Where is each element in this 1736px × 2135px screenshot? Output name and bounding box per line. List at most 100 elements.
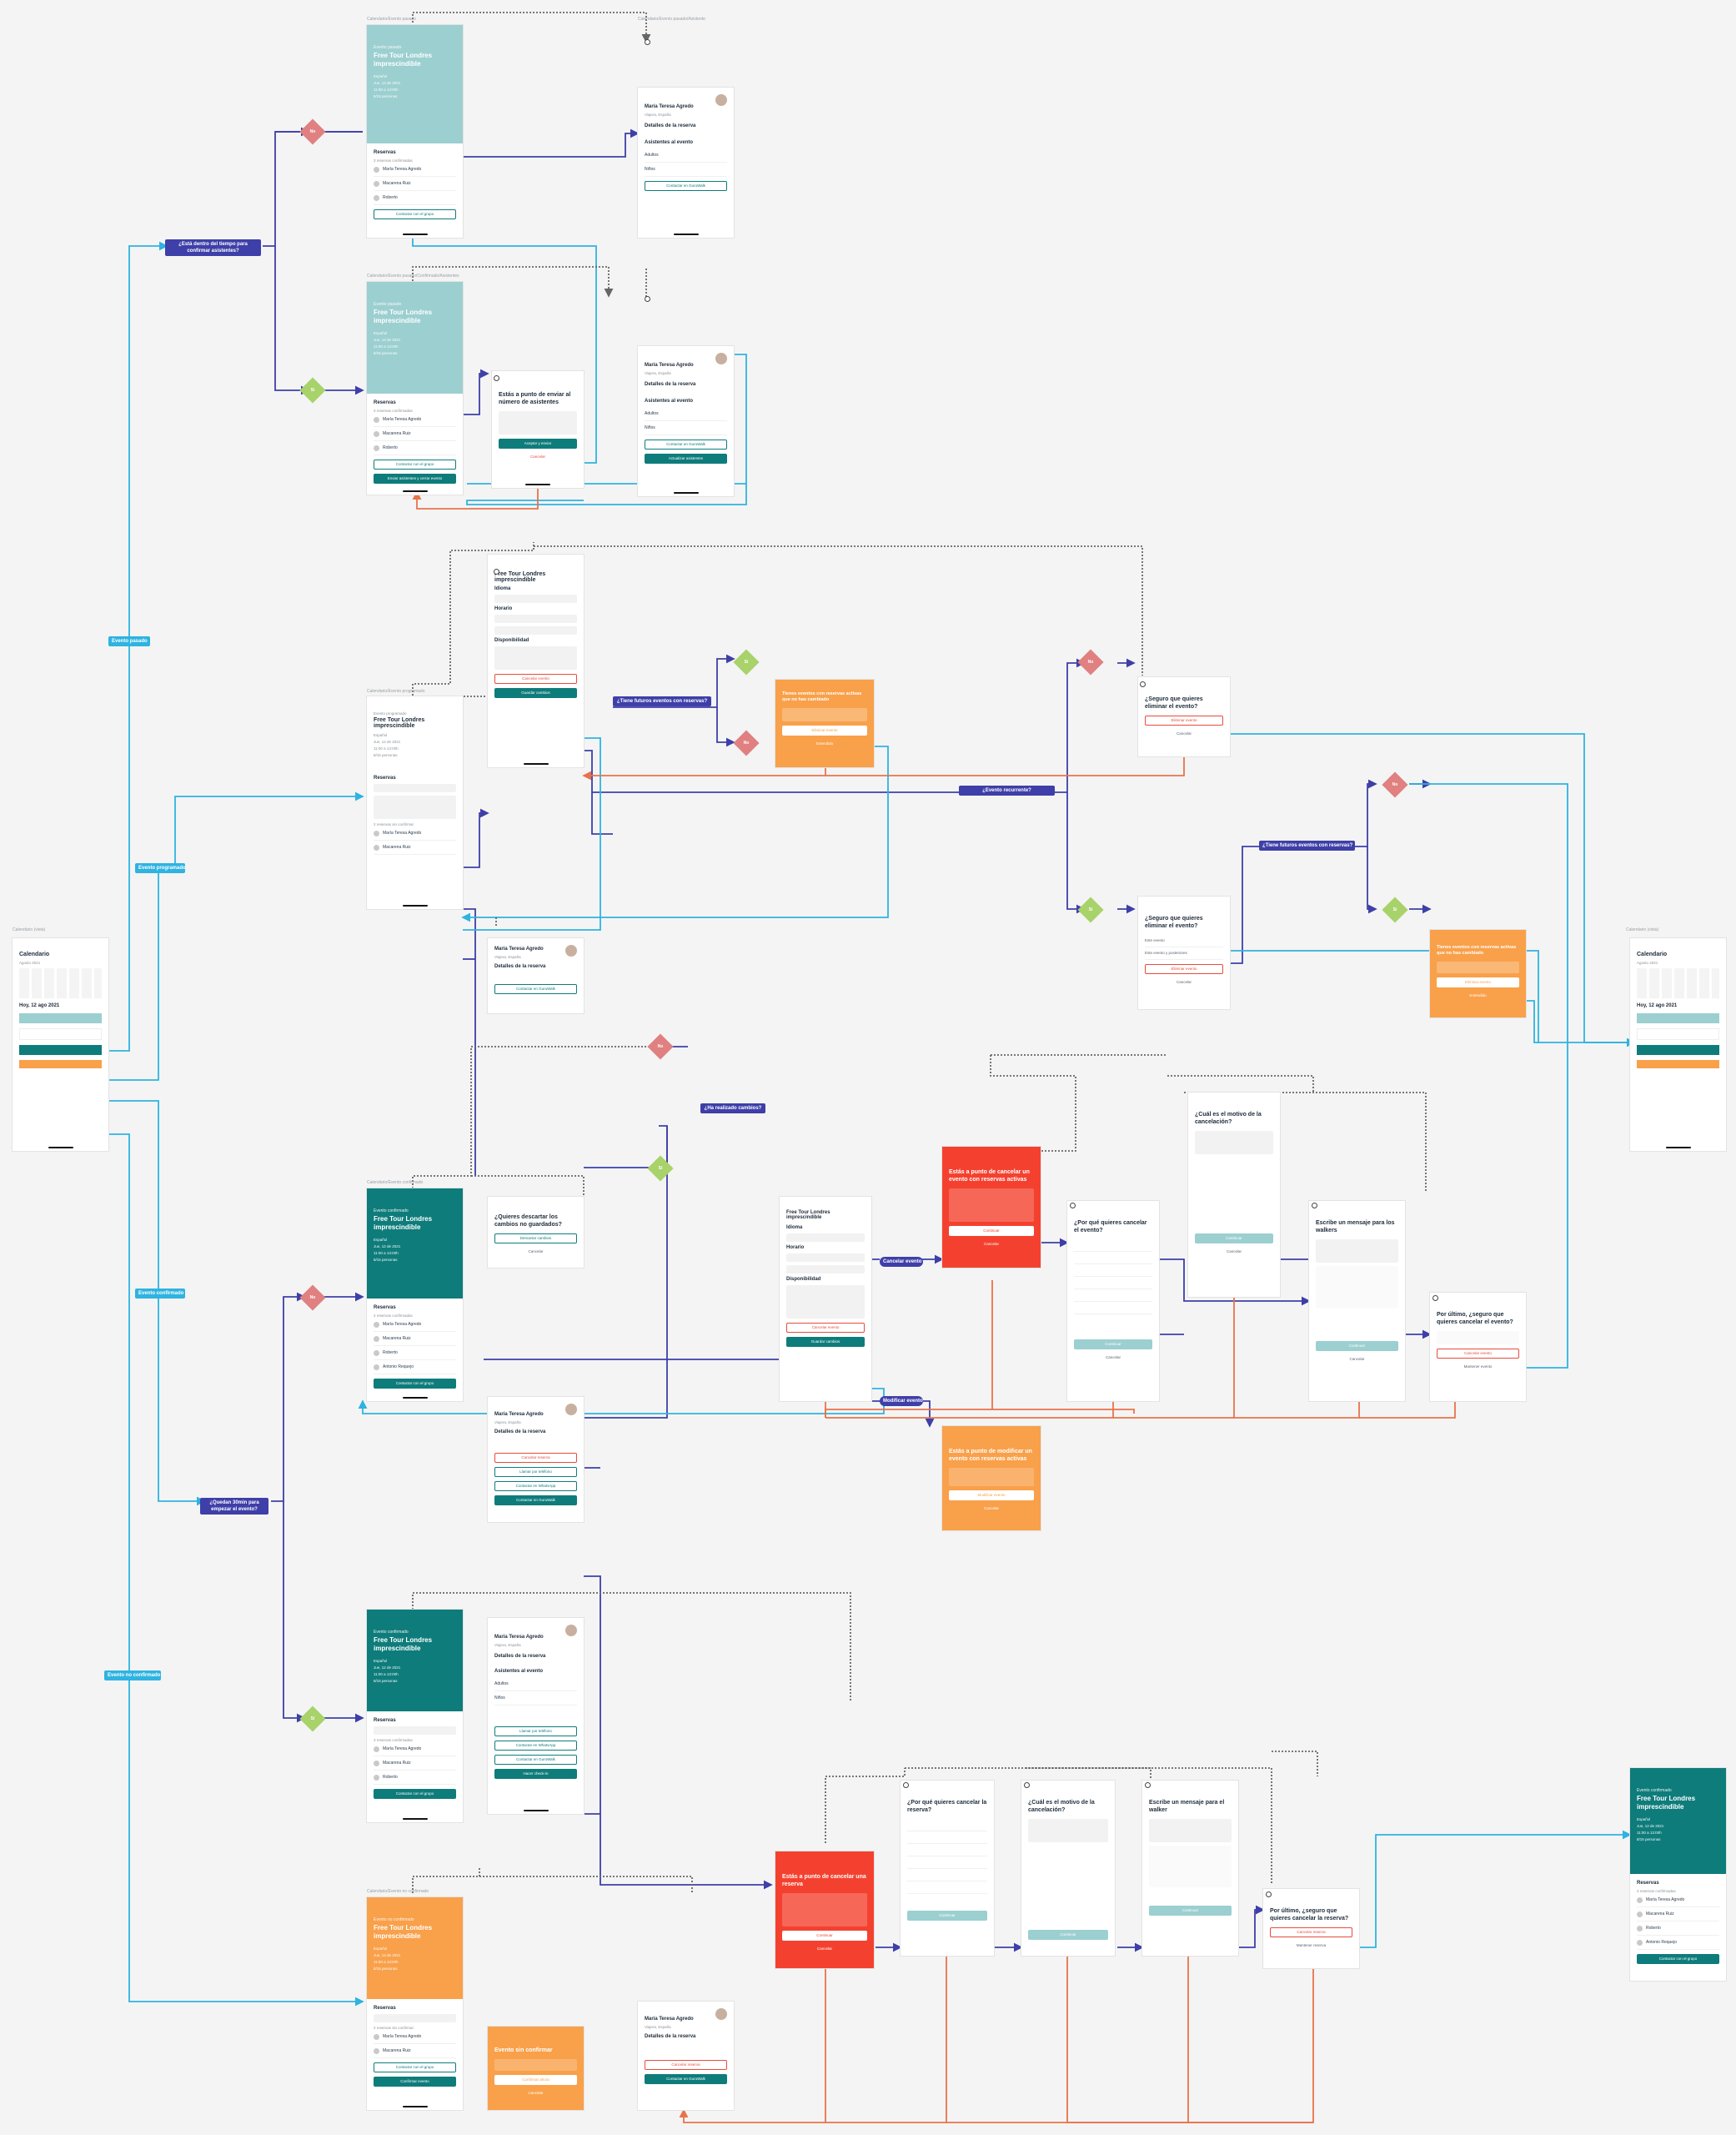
person-name[interactable]: Macarena Ruiz [383,845,411,850]
person-name[interactable]: Roberto [383,445,398,450]
person-name[interactable]: Antonio Requejo [383,1364,414,1369]
delete-event-button[interactable]: Eliminar evento [782,726,867,736]
option-following[interactable]: Este evento y posteriores [1145,947,1223,960]
cancel-button[interactable]: Cancelar [816,1947,832,1951]
event-card-confirmed[interactable] [1637,1045,1719,1055]
person-name[interactable]: Macarena Ruiz [383,2048,411,2053]
call-button[interactable]: Llamar por teléfono [494,1467,577,1477]
cancel-button[interactable]: Cancelar [1349,1357,1365,1361]
person-name[interactable]: Roberto [383,195,398,200]
discard-button[interactable]: Descartar cambios [494,1233,577,1243]
understood-button[interactable]: Entendido [815,741,834,746]
cancel-event-button[interactable]: Cancelar evento [494,674,577,684]
continue-button[interactable]: Continuar [1316,1341,1398,1351]
event-card-confirmed[interactable] [19,1045,102,1055]
delete-event-button[interactable]: Eliminar evento [1437,977,1519,987]
cancel-button[interactable]: Cancelar [528,2091,544,2095]
status-label: Evento confirmado [374,1208,409,1213]
save-changes-button[interactable]: Guardar cambios [786,1337,865,1347]
checkin-button[interactable]: Hacer check-in [494,1769,577,1779]
cancel-button[interactable]: Cancelar [1176,980,1192,984]
cancel-event-button[interactable]: Cancelar evento [786,1323,865,1333]
event-card-scheduled[interactable] [1637,1028,1719,1040]
cancel-button[interactable]: Cancelar [1105,1355,1121,1359]
contact-guru-button[interactable]: Contactar en GuruWalk [645,440,727,450]
person-name[interactable]: Macarena Ruiz [383,1336,411,1341]
contact-group-button[interactable]: Contactar con el grupo [374,460,456,470]
idioma-field[interactable] [494,595,577,603]
whatsapp-button[interactable]: Contactar en WhatsApp [494,1741,577,1751]
contact-guru-button[interactable]: Contactar en GuruWalk [494,984,577,994]
continue-button[interactable]: Continuar [907,1911,987,1921]
contact-group-button[interactable]: Contactar con el grupo [374,209,456,219]
contact-group-button[interactable]: Contactar con el grupo [1637,1954,1719,1964]
keep-booking-button[interactable]: Mantener reserva [1296,1943,1327,1947]
cancel-button[interactable]: Cancelar [983,1242,999,1246]
event-title: Free Tour Londres imprescindible [374,309,433,324]
whatsapp-button[interactable]: Contactar en WhatsApp [494,1481,577,1491]
person-name[interactable]: Macarena Ruiz [383,181,411,186]
delete-event-button[interactable]: Eliminar evento [1145,716,1223,726]
contact-guru-button[interactable]: Contactar en GuruWalk [645,181,727,191]
person-name[interactable]: Roberto [1646,1926,1661,1931]
continue-button[interactable]: Continuar [782,1931,867,1941]
delete-event-button[interactable]: Eliminar evento [1145,964,1223,974]
confirm-now-button[interactable]: Confirmar ahora [494,2075,577,2085]
event-card-past[interactable] [1637,1013,1719,1023]
person-name[interactable]: Roberto [383,1350,398,1355]
contact-guru-button[interactable]: Contactar en GuruWalk [645,2074,727,2084]
option-this-event[interactable]: Este evento [1145,935,1223,947]
person-name[interactable]: María Teresa Agredo [383,417,422,422]
keep-event-button[interactable]: Mantener evento [1463,1364,1493,1369]
continue-button[interactable]: Continuar [1074,1339,1152,1349]
understood-button[interactable]: Entendido [1469,993,1487,997]
reservas-title: Reservas [374,1718,396,1723]
person-name[interactable]: Macarena Ruiz [383,1761,411,1766]
contact-group-button[interactable]: Contactar con el grupo [374,1379,456,1389]
contact-group-button[interactable]: Contactar con el grupo [374,2062,456,2072]
cancel-button[interactable]: Cancelar [528,1249,544,1253]
decision-no-6: No [309,1295,316,1300]
person-name[interactable]: María Teresa Agredo [383,167,422,172]
continue-button[interactable]: Continuar [1195,1233,1273,1243]
cancel-button[interactable]: Cancelar [1226,1249,1242,1253]
person-name[interactable]: María Teresa Agredo [383,1746,422,1751]
person-name[interactable]: María Teresa Agredo [383,831,422,836]
confirm-event-button[interactable]: Confirmar evento [374,2077,456,2087]
save-changes-button[interactable]: Guardar cambios [494,688,577,698]
event-card-unconfirmed[interactable] [1637,1060,1719,1068]
accept-send-button[interactable]: Aceptar y enviar [499,439,577,449]
event-card-unconfirmed[interactable] [19,1060,102,1068]
calendar-date: Hoy, 12 ago 2021 [19,1003,60,1008]
person-name[interactable]: María Teresa Agredo [383,1322,422,1327]
cancel-button[interactable]: Cancelar [529,455,545,459]
final-cancel-button[interactable]: Cancelar evento [1437,1349,1519,1359]
horario-field-2[interactable] [494,626,577,635]
continue-button[interactable]: Continuar [1149,1906,1232,1916]
event-title: Free Tour Londres imprescindible [374,1924,433,1940]
person-name[interactable]: Roberto [383,1775,398,1780]
booking-final-question: Por último, ¿seguro que quieres cancelar… [1270,1908,1349,1922]
event-card-scheduled[interactable] [19,1028,102,1040]
contact-guru-button[interactable]: Contactar en GuruWalk [494,1495,577,1505]
cancel-booking-button[interactable]: Cancelar reserva [494,1453,577,1463]
continue-button[interactable]: Continuar [949,1226,1034,1236]
person-name[interactable]: Antonio Requejo [1646,1940,1677,1945]
horario-field[interactable] [494,615,577,623]
cancel-booking-button[interactable]: Cancelar reserva [645,2060,727,2070]
send-attendees-button[interactable]: Enviar asistentes y cerrar evento [374,474,456,484]
event-card-past[interactable] [19,1013,102,1023]
person-name[interactable]: Macarena Ruiz [1646,1911,1674,1916]
update-attendees-button[interactable]: Actualizar asistentes [645,454,727,464]
final-cancel-booking-button[interactable]: Cancelar reserva [1270,1927,1352,1937]
cancel-button[interactable]: Cancelar [983,1506,999,1510]
person-name[interactable]: María Teresa Agredo [383,2034,422,2039]
contact-guru-button[interactable]: Contactar en GuruWalk [494,1755,577,1765]
person-name[interactable]: María Teresa Agredo [1646,1897,1685,1902]
cancel-button[interactable]: Cancelar [1176,731,1192,736]
call-button[interactable]: Llamar por teléfono [494,1726,577,1736]
contact-group-button[interactable]: Contactar con el grupo [374,1789,456,1799]
modify-event-button[interactable]: Modificar evento [949,1490,1034,1500]
continue-button[interactable]: Continuar [1028,1930,1108,1940]
person-name[interactable]: Macarena Ruiz [383,431,411,436]
